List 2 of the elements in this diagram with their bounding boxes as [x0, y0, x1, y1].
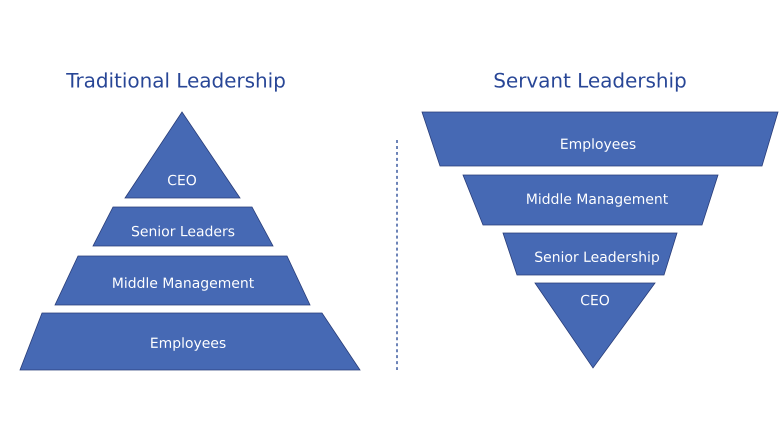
- heading: Servant Leadership: [494, 72, 686, 92]
- heading: Traditional Leadership: [66, 72, 285, 92]
